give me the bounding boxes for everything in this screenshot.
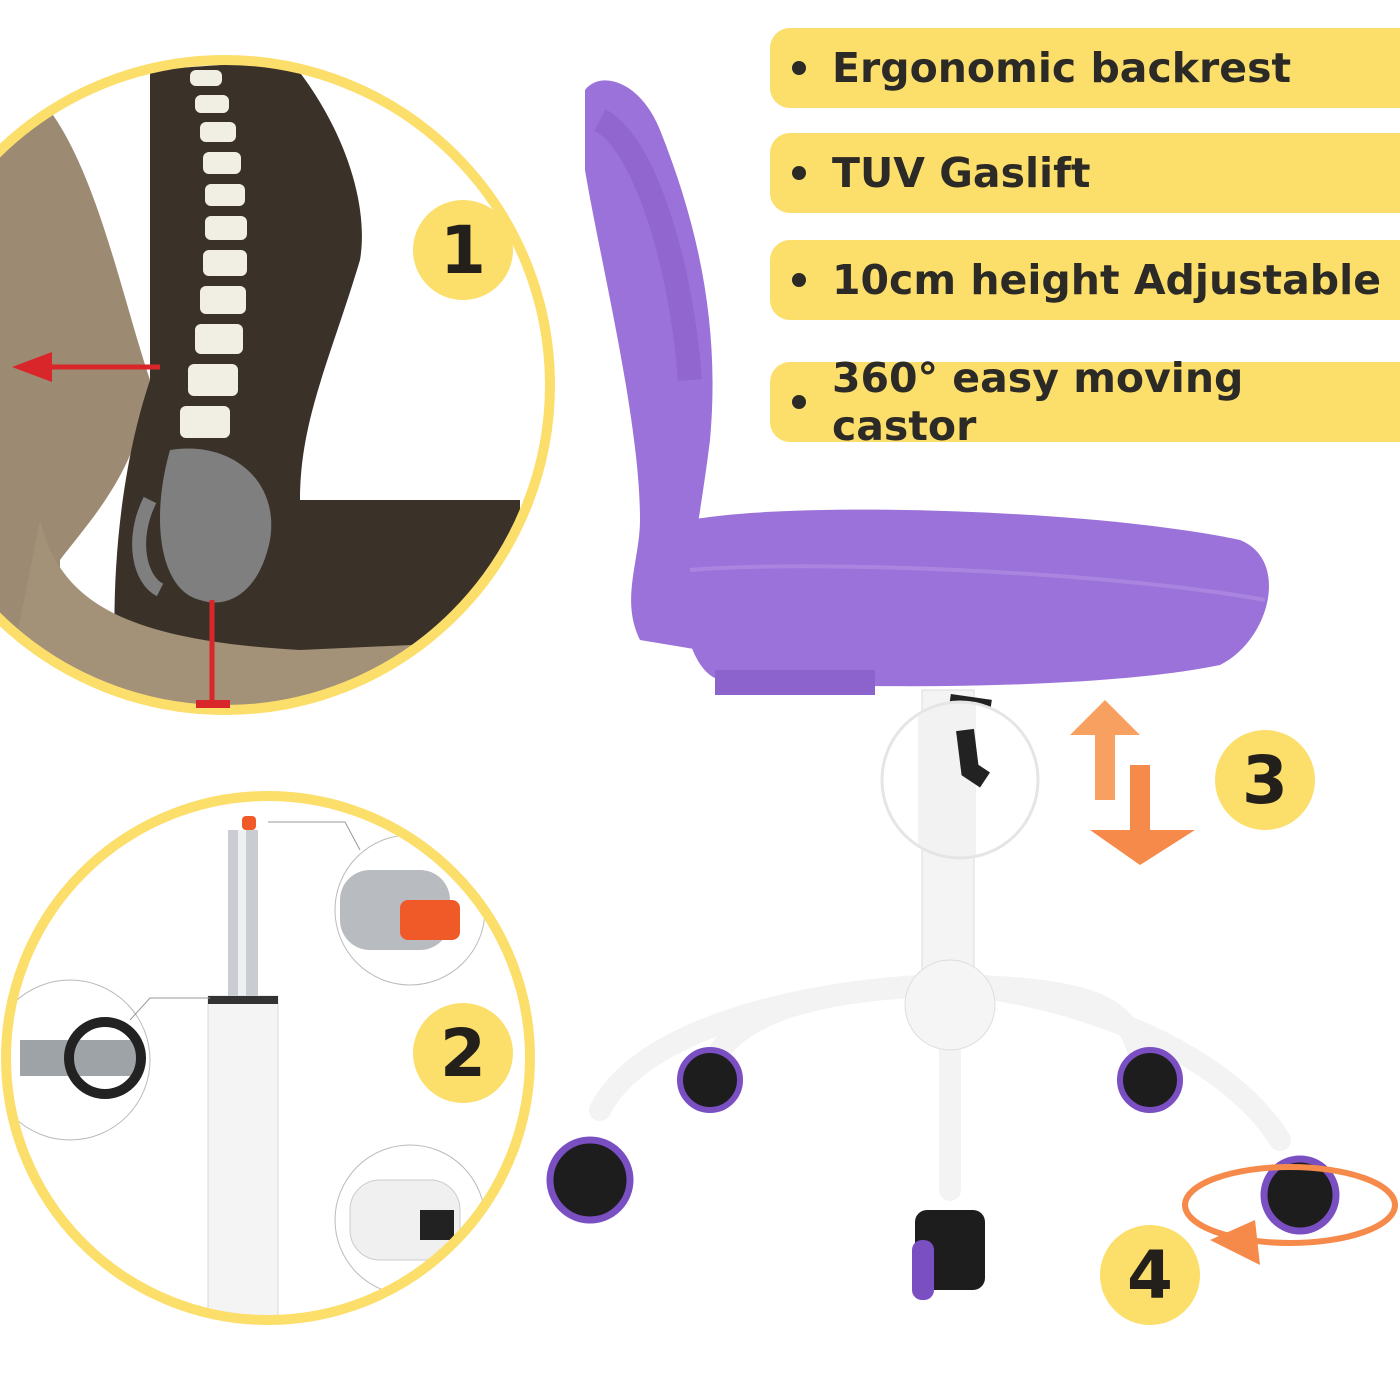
badge-2: 2 (413, 1003, 513, 1103)
height-arrows-icon (1070, 700, 1195, 865)
badge-3: 3 (1215, 730, 1315, 830)
feature-castor: 360° easy moving castor (770, 354, 1400, 450)
feature-height-adjustable: 10cm height Adjustable (770, 240, 1400, 320)
feature-label: 360° easy moving castor (831, 354, 1244, 450)
feature-label: Ergonomic backrest (832, 44, 1292, 92)
spine-detail-circle (0, 55, 555, 715)
vertebrae (180, 70, 247, 438)
feature-ergonomic-backrest: Ergonomic backrest (770, 28, 1400, 108)
feature-gaslift: TUV Gaslift (770, 133, 1400, 213)
badge-4: 4 (1100, 1225, 1200, 1325)
bullet-icon (792, 166, 806, 180)
feature-label: TUV Gaslift (832, 149, 1091, 197)
bullet-icon (792, 395, 806, 409)
rotation-arrow-icon (1182, 1164, 1398, 1265)
bullet-icon (792, 61, 806, 75)
badge-1: 1 (413, 200, 513, 300)
zoom-lens (882, 702, 1038, 858)
feature-label: 10cm height Adjustable (832, 256, 1382, 304)
chair-image (546, 80, 1340, 1300)
castors (546, 1047, 1340, 1300)
gaslift-detail-circle (1, 791, 535, 1325)
bullet-icon (792, 273, 806, 287)
